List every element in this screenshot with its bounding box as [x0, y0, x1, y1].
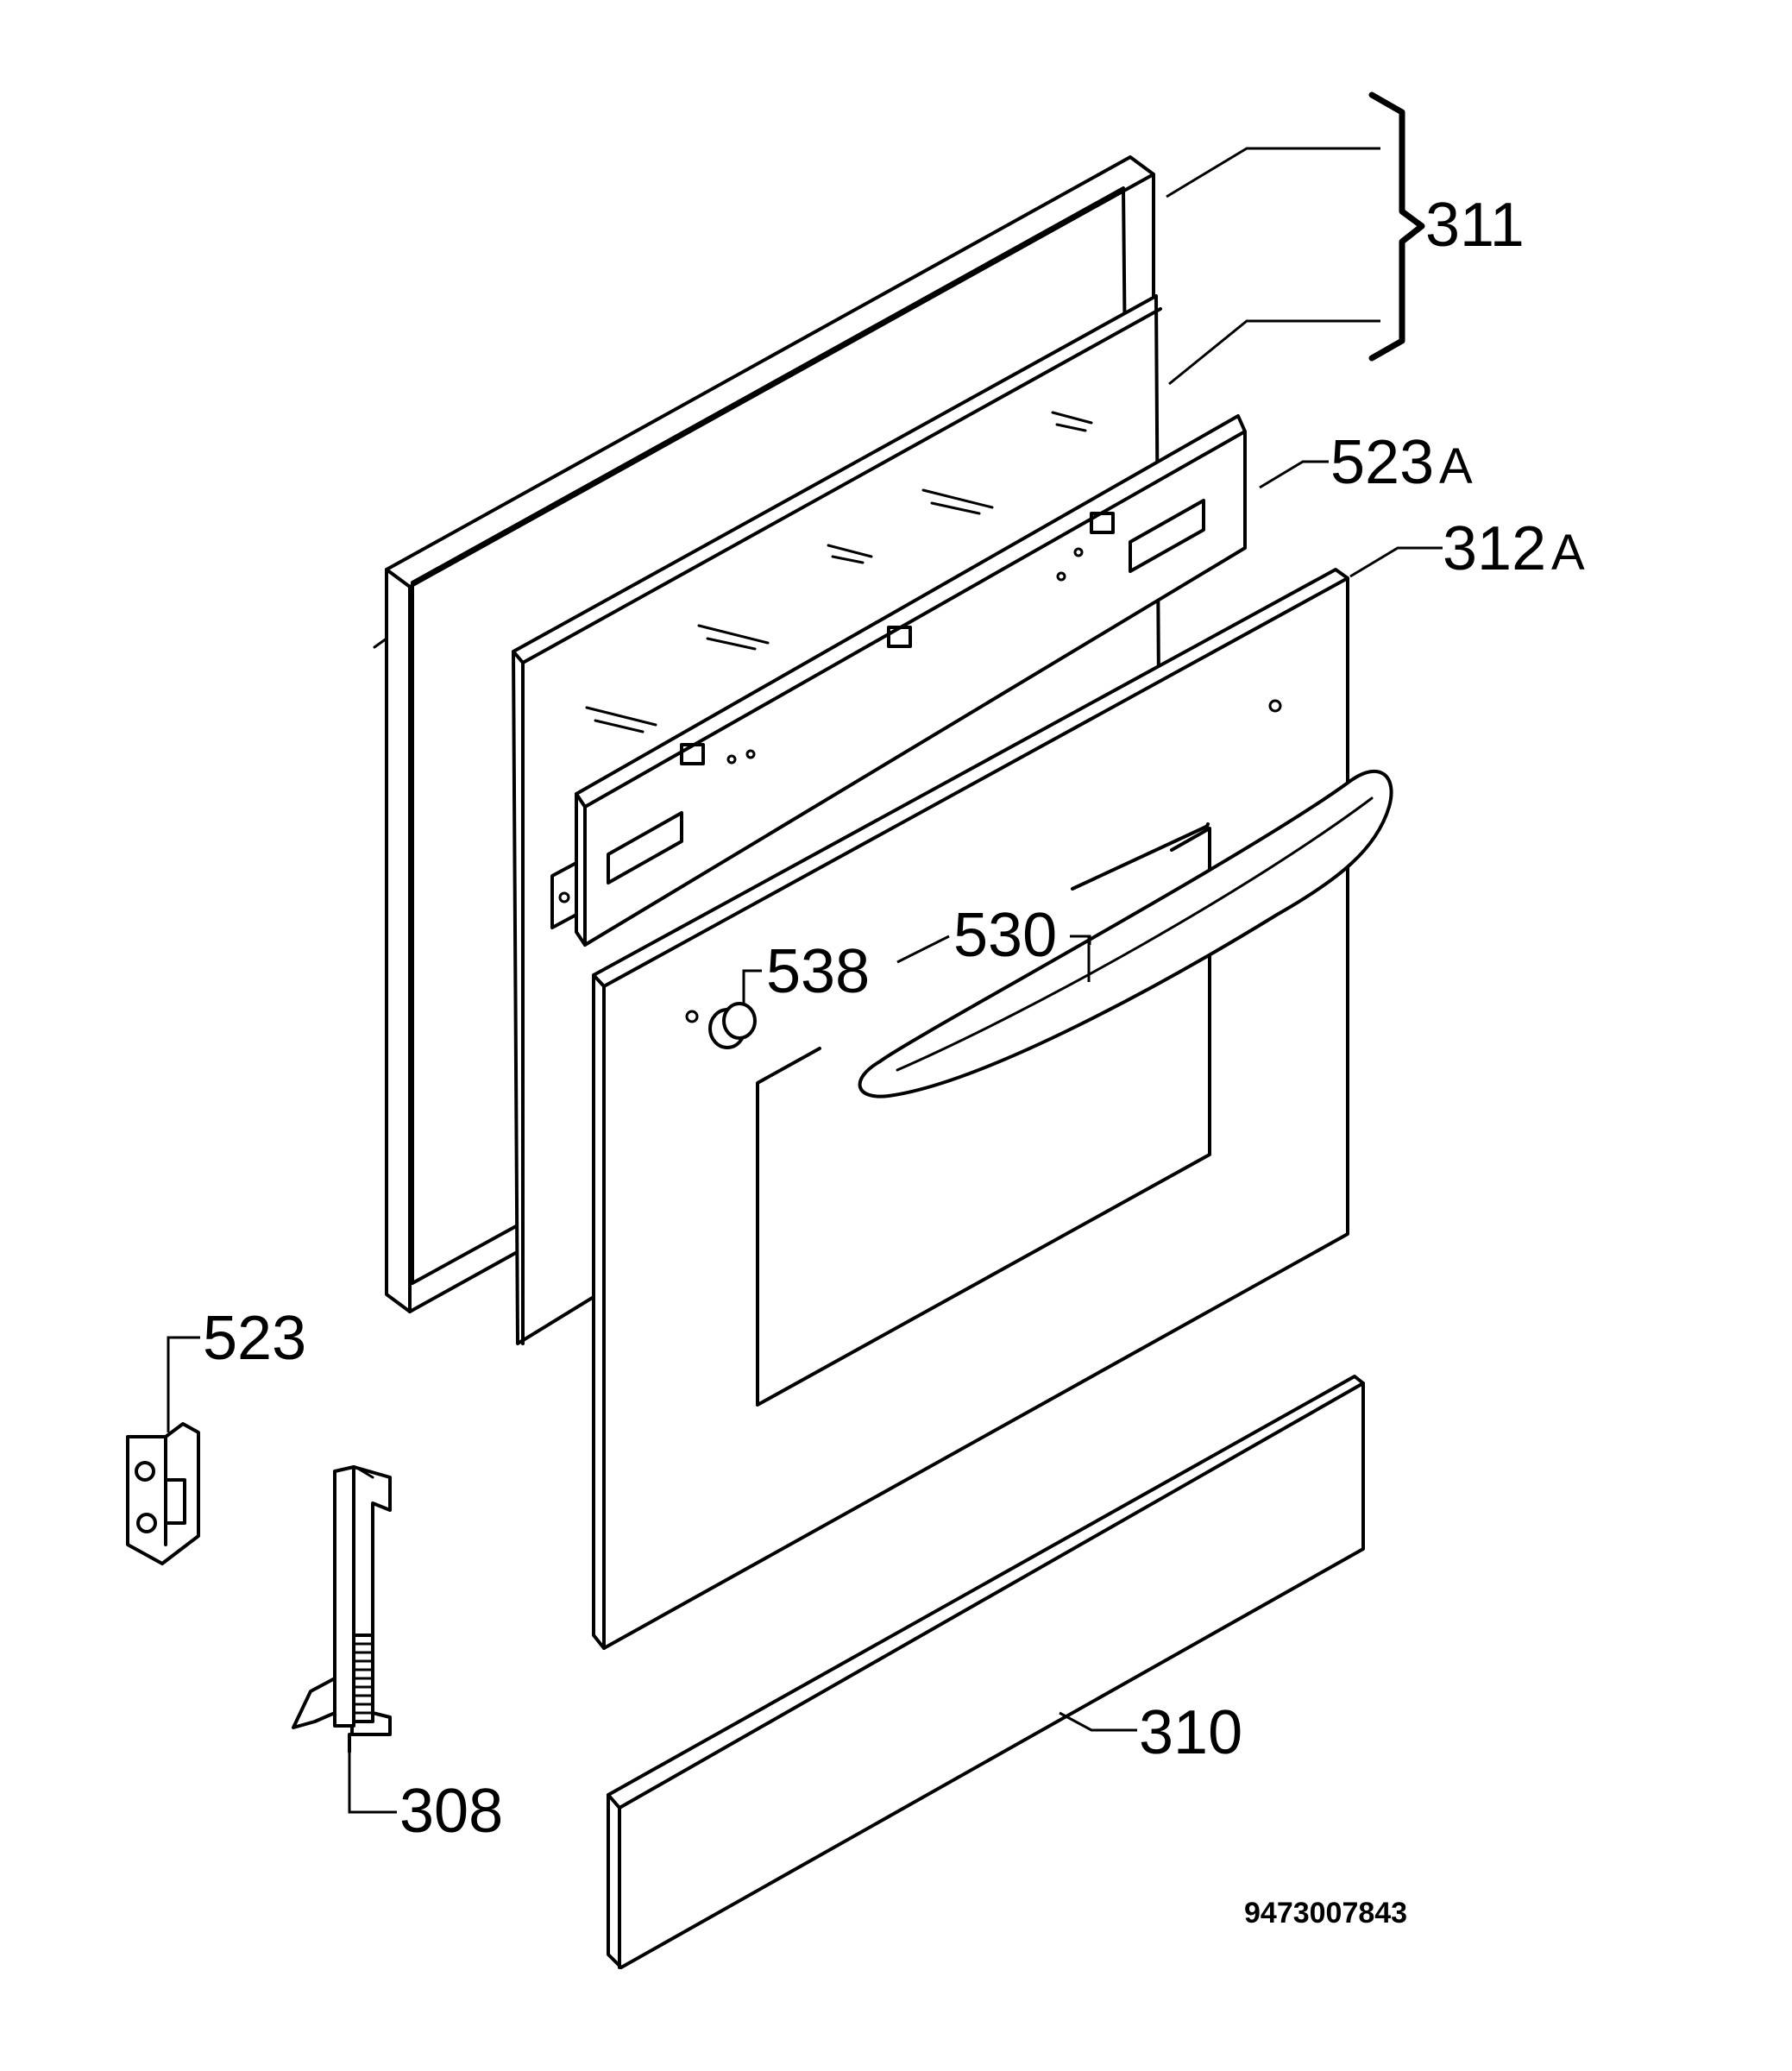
glass-retaining-frame — [550, 414, 1247, 947]
label-310: 310 — [1139, 1698, 1242, 1767]
door-hinge — [292, 1465, 392, 1753]
label-308: 308 — [399, 1777, 503, 1846]
bottom-trim-strip — [607, 1375, 1365, 1969]
part-labels: 311 523 A 312 A 530 538 523 308 310 9473… — [203, 191, 1585, 1929]
drawing-number: 9473007843 — [1244, 1897, 1407, 1929]
label-530: 530 — [953, 901, 1057, 970]
label-312a: 312 — [1443, 514, 1546, 583]
label-312a-suffix: A — [1551, 525, 1585, 581]
label-523a-suffix: A — [1439, 438, 1473, 494]
hinge-bracket — [126, 1422, 200, 1565]
handle-cap — [708, 1002, 757, 1049]
label-311: 311 — [1425, 191, 1525, 260]
door-handle — [858, 769, 1393, 1098]
leader-lines — [167, 91, 1443, 1814]
label-523: 523 — [203, 1304, 306, 1373]
outer-door-panel — [592, 568, 1349, 1650]
label-538: 538 — [766, 937, 870, 1006]
label-523a: 523 — [1330, 428, 1434, 497]
